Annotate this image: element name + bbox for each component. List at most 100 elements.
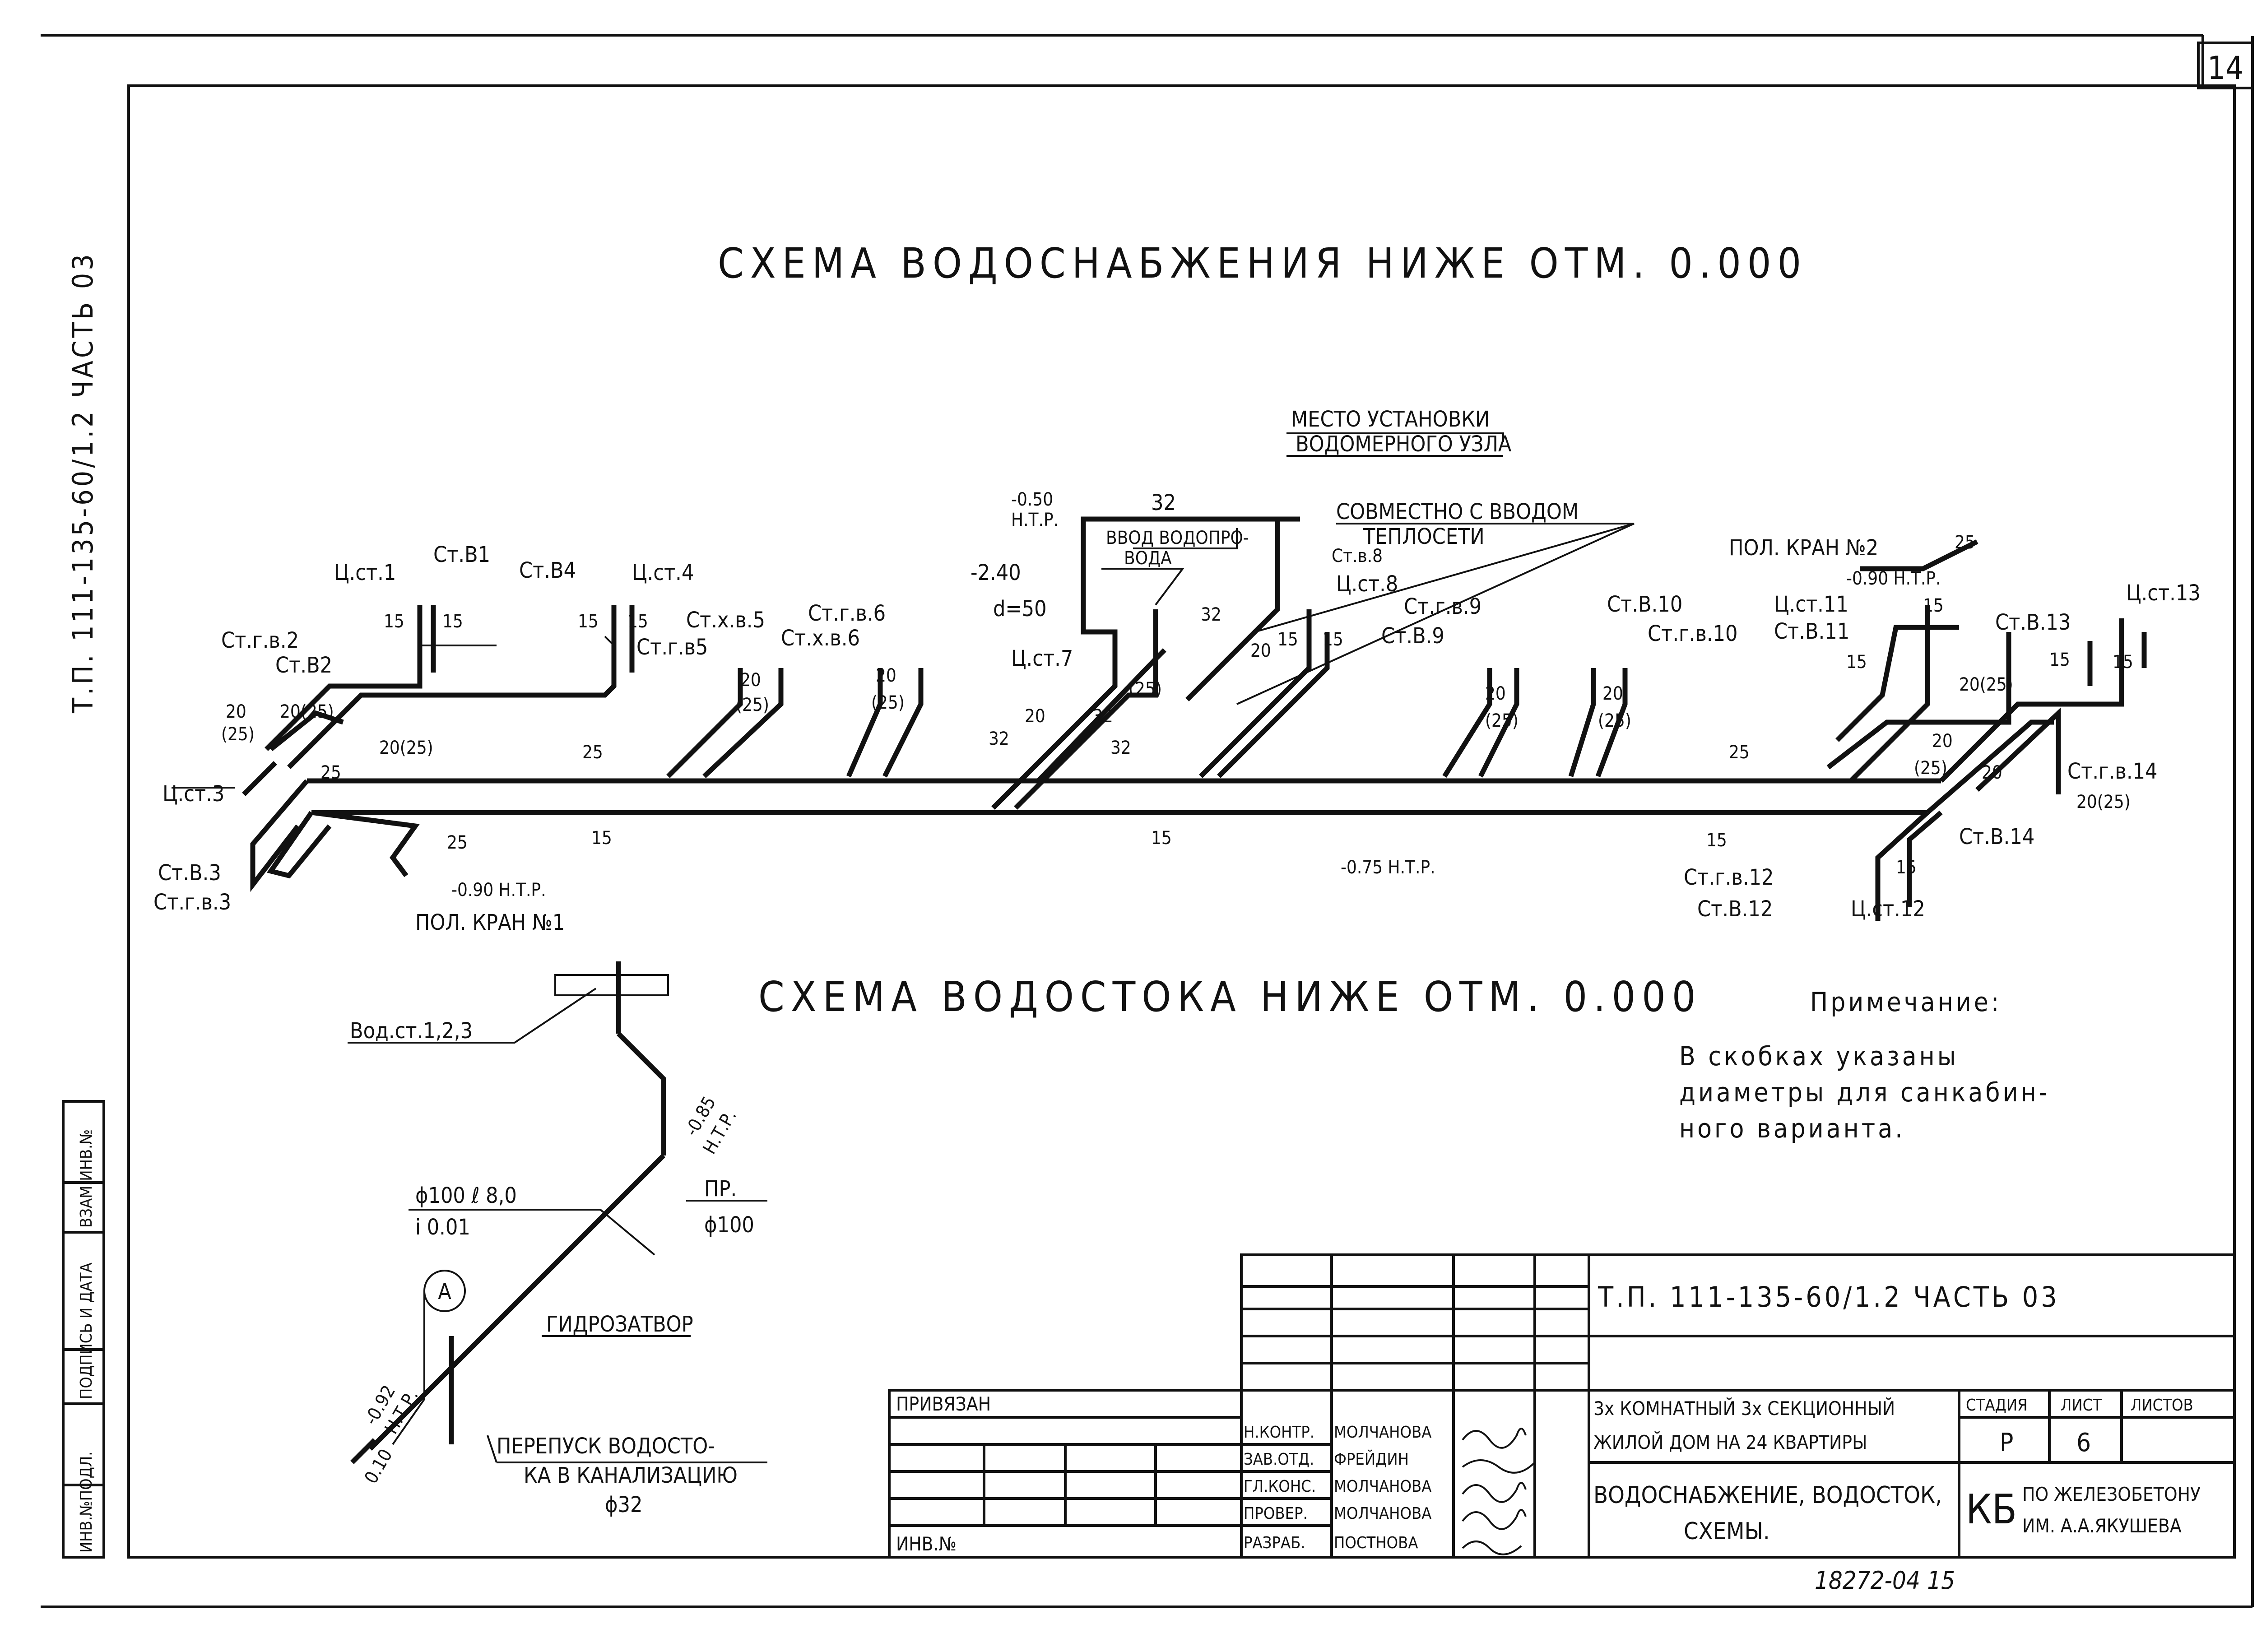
note: Примечание: В скобках указаны диаметры д… bbox=[1679, 987, 2050, 1144]
diameter-15: 15 bbox=[1323, 629, 1343, 650]
label-st-b10: Ст.В.10 bbox=[1607, 592, 1682, 617]
tb-name: МОЛЧАНОВА bbox=[1334, 1477, 1431, 1496]
diameter-25p: (25) bbox=[1914, 758, 1947, 779]
diameter-25: 25 bbox=[320, 762, 341, 783]
label-d50: d=50 bbox=[993, 596, 1047, 622]
tb-sheets-h: ЛИСТОВ bbox=[2131, 1396, 2193, 1415]
title-block bbox=[888, 1253, 2236, 1559]
diameter-20: 20 bbox=[1982, 762, 2002, 783]
diameter-32: 32 bbox=[1201, 604, 1221, 625]
label-st-gb5: Ст.г.в5 bbox=[636, 635, 708, 660]
diameter-20-25: 20(25) bbox=[379, 738, 433, 758]
axis-marker-label: А bbox=[438, 1279, 451, 1304]
label-st-gv14: Ст.г.в.14 bbox=[2067, 759, 2158, 784]
tb-stage: Р bbox=[2000, 1428, 2013, 1457]
axis-marker bbox=[423, 1270, 466, 1312]
label-st-b11: Ст.В.11 bbox=[1774, 619, 1849, 644]
label-lvl-075: -0.75 Н.Т.Р. bbox=[1341, 857, 1435, 878]
diameter-20: 20 bbox=[1250, 640, 1271, 661]
tb-role: Н.КОНТР. bbox=[1244, 1423, 1314, 1442]
label-slope: i 0.01 bbox=[415, 1215, 470, 1240]
diameter-15: 15 bbox=[384, 611, 404, 632]
diameter-25: 25 bbox=[582, 742, 603, 763]
label-c-st3: Ц.ст.3 bbox=[163, 781, 224, 807]
diameter-20: 20 bbox=[876, 665, 896, 686]
label-c-st13: Ц.ст.13 bbox=[2126, 580, 2201, 606]
label-st-b9: Ст.В.9 bbox=[1381, 623, 1444, 649]
diameter-15: 15 bbox=[442, 611, 463, 632]
stamp-vzam-inv: ВЗАМ.ИНВ.№ bbox=[77, 1129, 96, 1228]
diameter-marks: 15 15 15 15 20 (25) 20(25) 25 20(25) 25 … bbox=[221, 532, 2133, 878]
drainage-leaders bbox=[348, 988, 767, 1463]
label-c-st7: Ц.ст.7 bbox=[1011, 646, 1073, 671]
diameter-32: 32 bbox=[989, 729, 1009, 749]
diameter-15: 15 bbox=[591, 828, 612, 849]
note-heading: Примечание: bbox=[1810, 987, 2002, 1017]
label-c-st8: Ц.ст.8 bbox=[1336, 571, 1398, 597]
label-st-b12: Ст.В.12 bbox=[1697, 896, 1773, 922]
tb-stage-h: СТАДИЯ bbox=[1966, 1396, 2028, 1415]
label-st-b1: Ст.В1 bbox=[433, 542, 490, 567]
tb-name: ПОСТНОВА bbox=[1334, 1534, 1418, 1552]
label-c-st4: Ц.ст.4 bbox=[632, 560, 694, 585]
label-crane1: ПОЛ. КРАН №1 bbox=[415, 910, 565, 935]
diameter-25: 25 bbox=[447, 832, 468, 853]
note-line-2: диаметры для санкабин- bbox=[1679, 1077, 2050, 1108]
diameter-15: 15 bbox=[1706, 830, 1727, 851]
diameter-20: 20 bbox=[226, 701, 246, 722]
label-d32-top: 32 bbox=[1151, 490, 1176, 515]
side-stamp bbox=[62, 1100, 105, 1559]
diameter-15: 15 bbox=[1846, 652, 1867, 673]
tb-role: ГЛ.КОНС. bbox=[1244, 1477, 1316, 1496]
note-line-1: В скобках указаны bbox=[1679, 1041, 1959, 1072]
diameter-20: 20 bbox=[1602, 683, 1623, 704]
diameter-15: 15 bbox=[2049, 650, 2070, 670]
stamp-sign-date: ПОДПИСЬ И ДАТА bbox=[77, 1262, 96, 1399]
diameter-20-25: 20(25) bbox=[280, 701, 334, 722]
water-supply-labels: МЕСТО УСТАНОВКИ ВОДОМЕРНОГО УЗЛА СОВМЕСТ… bbox=[153, 407, 2201, 935]
label-lvl-050: -0.50 bbox=[1011, 489, 1053, 510]
tb-drawing-2: СХЕМЫ. bbox=[1684, 1518, 1770, 1545]
tb-org-logo: КБ bbox=[1966, 1486, 2017, 1533]
tb-code: Т.П. 111-135-60/1.2 ЧАСТЬ 03 bbox=[1598, 1281, 2060, 1313]
diameter-25p: (25) bbox=[1485, 710, 1519, 731]
side-code: Т.П. 111-135-60/1.2 ЧАСТЬ 03 bbox=[66, 251, 99, 714]
label-pr: ПР. bbox=[704, 1176, 737, 1202]
label-lvl-090-left: -0.90 Н.Т.Р. bbox=[451, 880, 546, 900]
water-supply-title: СХЕМА ВОДОСНАБЖЕНИЯ НИЖЕ ОТМ. 0.000 bbox=[718, 239, 1807, 288]
tb-name: МОЛЧАНОВА bbox=[1334, 1504, 1431, 1523]
drainage-title: СХЕМА ВОДОСТОКА НИЖЕ ОТМ. 0.000 bbox=[758, 973, 1702, 1021]
label-st-gv12: Ст.г.в.12 bbox=[1684, 865, 1774, 890]
diameter-20: 20 bbox=[1485, 683, 1506, 704]
tb-role: РАЗРАБ. bbox=[1244, 1534, 1305, 1552]
diameter-25p: (25) bbox=[1128, 679, 1162, 700]
label-meter-2: ВОДОМЕРНОГО УЗЛА bbox=[1296, 432, 1512, 457]
label-ntr-a: Н.Т.Р. bbox=[1011, 510, 1059, 530]
label-st-gv6: Ст.г.в.6 bbox=[808, 601, 886, 626]
title-block-text: Т.П. 111-135-60/1.2 ЧАСТЬ 03 3х КОМНАТНЫ… bbox=[896, 1281, 2201, 1555]
label-st-b13: Ст.В.13 bbox=[1995, 610, 2071, 635]
label-st-b3: Ст.В.3 bbox=[158, 860, 221, 886]
diameter-15: 15 bbox=[1923, 595, 1944, 616]
label-inlet-1: ВВОД ВОДОПРО- bbox=[1106, 528, 1249, 548]
tb-org-2: ИМ. А.А.ЯКУШЕВА bbox=[2022, 1515, 2182, 1537]
diameter-25p: (25) bbox=[871, 692, 905, 713]
label-st-b8: Ст.в.8 bbox=[1332, 546, 1383, 566]
water-supply-leaders bbox=[172, 432, 1635, 789]
label-st-gv10: Ст.г.в.10 bbox=[1648, 621, 1738, 646]
diameter-25: 25 bbox=[1955, 532, 1975, 553]
tb-object-1: 3х КОМНАТНЫЙ 3х СЕКЦИОННЫЙ bbox=[1593, 1397, 1895, 1420]
label-joint-2: ТЕПЛОСЕТИ bbox=[1363, 524, 1485, 549]
diameter-25p: (25) bbox=[221, 724, 255, 745]
label-c-st1: Ц.ст.1 bbox=[334, 560, 396, 585]
tb-inv: ИНВ.№ bbox=[896, 1533, 957, 1555]
archive-code: 18272-04 15 bbox=[1815, 1566, 1955, 1595]
label-st-xb5: Ст.х.в.5 bbox=[686, 608, 765, 633]
tb-sheet: 6 bbox=[2076, 1428, 2091, 1457]
diameter-15: 15 bbox=[1896, 857, 1917, 878]
label-joint-1: СОВМЕСТНО С ВВОДОМ bbox=[1336, 499, 1579, 524]
diameter-20: 20 bbox=[1932, 731, 1953, 752]
tb-org-1: ПО ЖЕЛЕЗОБЕТОНУ bbox=[2022, 1483, 2201, 1505]
water-supply-pipes bbox=[242, 516, 2147, 921]
diameter-20-25: 20(25) bbox=[2076, 792, 2131, 812]
